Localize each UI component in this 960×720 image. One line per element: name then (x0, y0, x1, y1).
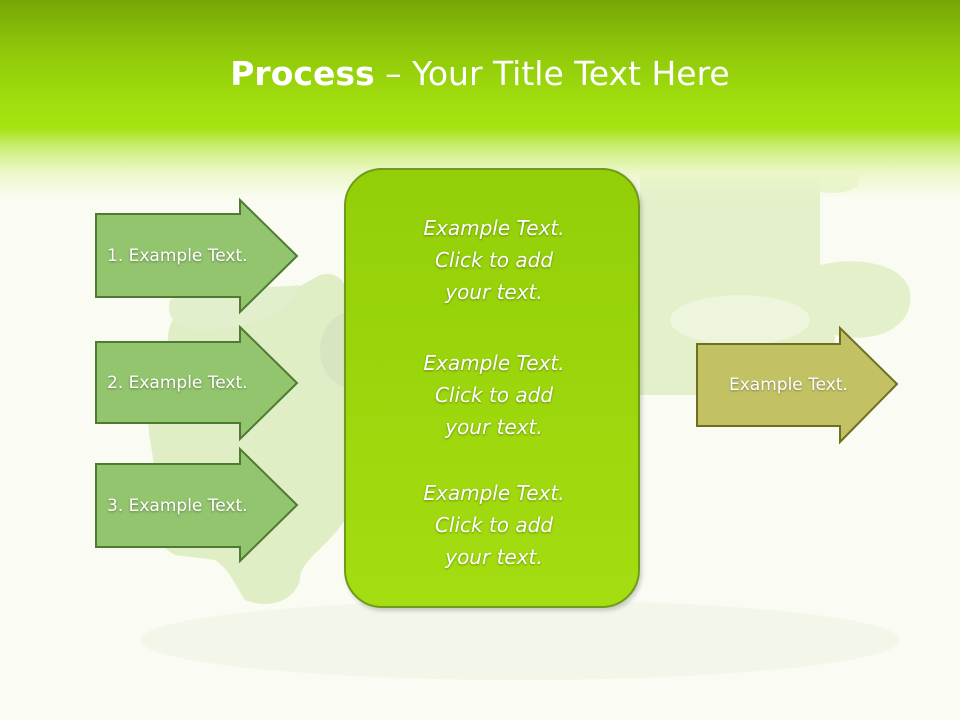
center-line: Click to add (434, 513, 554, 537)
slide-title: Process – Your Title Text Here (0, 52, 960, 96)
output-arrow[interactable] (696, 325, 899, 445)
center-line: Click to add (434, 248, 554, 272)
step-arrow-2-label: 2. Example Text. (107, 372, 248, 393)
center-text-block-2: Example Text. Click to add your text. (346, 347, 642, 443)
title-rest: – Your Title Text Here (374, 54, 730, 93)
step-arrow-1-label: 1. Example Text. (107, 245, 248, 266)
center-line: your text. (445, 415, 543, 439)
center-line: Example Text. (423, 481, 565, 505)
center-text-block-1: Example Text. Click to add your text. (346, 212, 642, 308)
header-band (0, 0, 960, 200)
center-line: Example Text. (423, 216, 565, 240)
title-strong: Process (230, 54, 375, 93)
step-arrow-3-label: 3. Example Text. (107, 495, 248, 516)
center-line: your text. (445, 545, 543, 569)
center-line: Click to add (434, 383, 554, 407)
step-arrow-1[interactable] (95, 197, 299, 315)
step-arrow-3[interactable] (95, 446, 299, 564)
center-text-block-3: Example Text. Click to add your text. (346, 477, 642, 573)
center-text-box[interactable]: Example Text. Click to add your text. Ex… (344, 168, 640, 608)
center-line: Example Text. (423, 351, 565, 375)
output-arrow-label: Example Text. (729, 375, 848, 395)
step-arrow-2[interactable] (95, 324, 299, 442)
center-line: your text. (445, 280, 543, 304)
